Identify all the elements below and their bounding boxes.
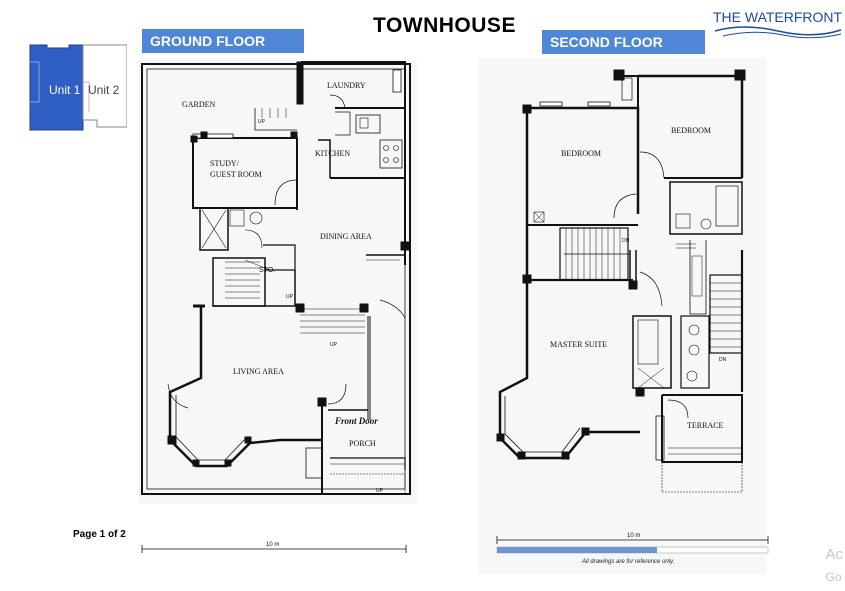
watermark-line1: Ac bbox=[825, 546, 843, 563]
ground-floor-label: GROUND FLOOR bbox=[142, 29, 304, 53]
porch-label: PORCH bbox=[349, 439, 376, 448]
activation-watermark: Ac Go bbox=[825, 544, 843, 588]
wave-icon bbox=[714, 26, 842, 39]
laundry-label: LAUNDRY bbox=[327, 81, 366, 90]
bedroom-left-label: BEDROOM bbox=[561, 149, 601, 158]
living-label: LIVING AREA bbox=[233, 367, 284, 376]
ground-floor-scale bbox=[141, 545, 407, 553]
master-suite-label: MASTER SUITE bbox=[550, 340, 607, 349]
page-number: Page 1 of 2 bbox=[73, 529, 126, 540]
up-marker-2: UP bbox=[286, 294, 294, 300]
ground-floor-scale-label: 10 m bbox=[266, 542, 279, 548]
brand-logo: THE WATERFRONT bbox=[713, 8, 843, 40]
unit-map-diagram: Unit 1 Unit 2 bbox=[29, 44, 128, 131]
kitchen-label: KITCHEN bbox=[315, 149, 350, 158]
unit-map: Unit 1 Unit 2 bbox=[27, 42, 128, 134]
storage-label: STO. bbox=[259, 267, 275, 274]
unit2-label: Unit 2 bbox=[88, 83, 120, 97]
front-door-label: Front Door bbox=[334, 416, 378, 426]
up-marker-3: UP bbox=[330, 342, 338, 348]
second-floor-plan bbox=[478, 58, 766, 574]
ground-floor-plan bbox=[139, 60, 417, 504]
up-marker-1: UP bbox=[258, 119, 266, 125]
dining-label: DINING AREA bbox=[320, 232, 372, 241]
unit1-label: Unit 1 bbox=[49, 83, 81, 97]
watermark-line2: Go bbox=[825, 570, 842, 584]
study-label-line2: GUEST ROOM bbox=[210, 170, 262, 179]
terrace-label: TERRACE bbox=[687, 421, 724, 430]
unit1-block[interactable] bbox=[29, 44, 84, 131]
study-label-line1: STUDY/ bbox=[210, 159, 240, 168]
dn-marker-2: DN bbox=[719, 357, 727, 363]
disclaimer-note: All drawings are for reference only. bbox=[582, 559, 675, 565]
page-title: TOWNHOUSE bbox=[373, 14, 516, 37]
dn-marker-1: DN bbox=[622, 238, 630, 244]
second-floor-scale bbox=[496, 536, 769, 554]
brand-name: THE WATERFRONT bbox=[713, 9, 843, 25]
second-floor-label: SECOND FLOOR bbox=[542, 30, 705, 54]
up-marker-4: UP bbox=[376, 488, 384, 494]
garden-label: GARDEN bbox=[182, 100, 216, 109]
second-floor-scale-label: 10 m bbox=[627, 533, 640, 539]
bedroom-right-label: BEDROOM bbox=[671, 126, 711, 135]
